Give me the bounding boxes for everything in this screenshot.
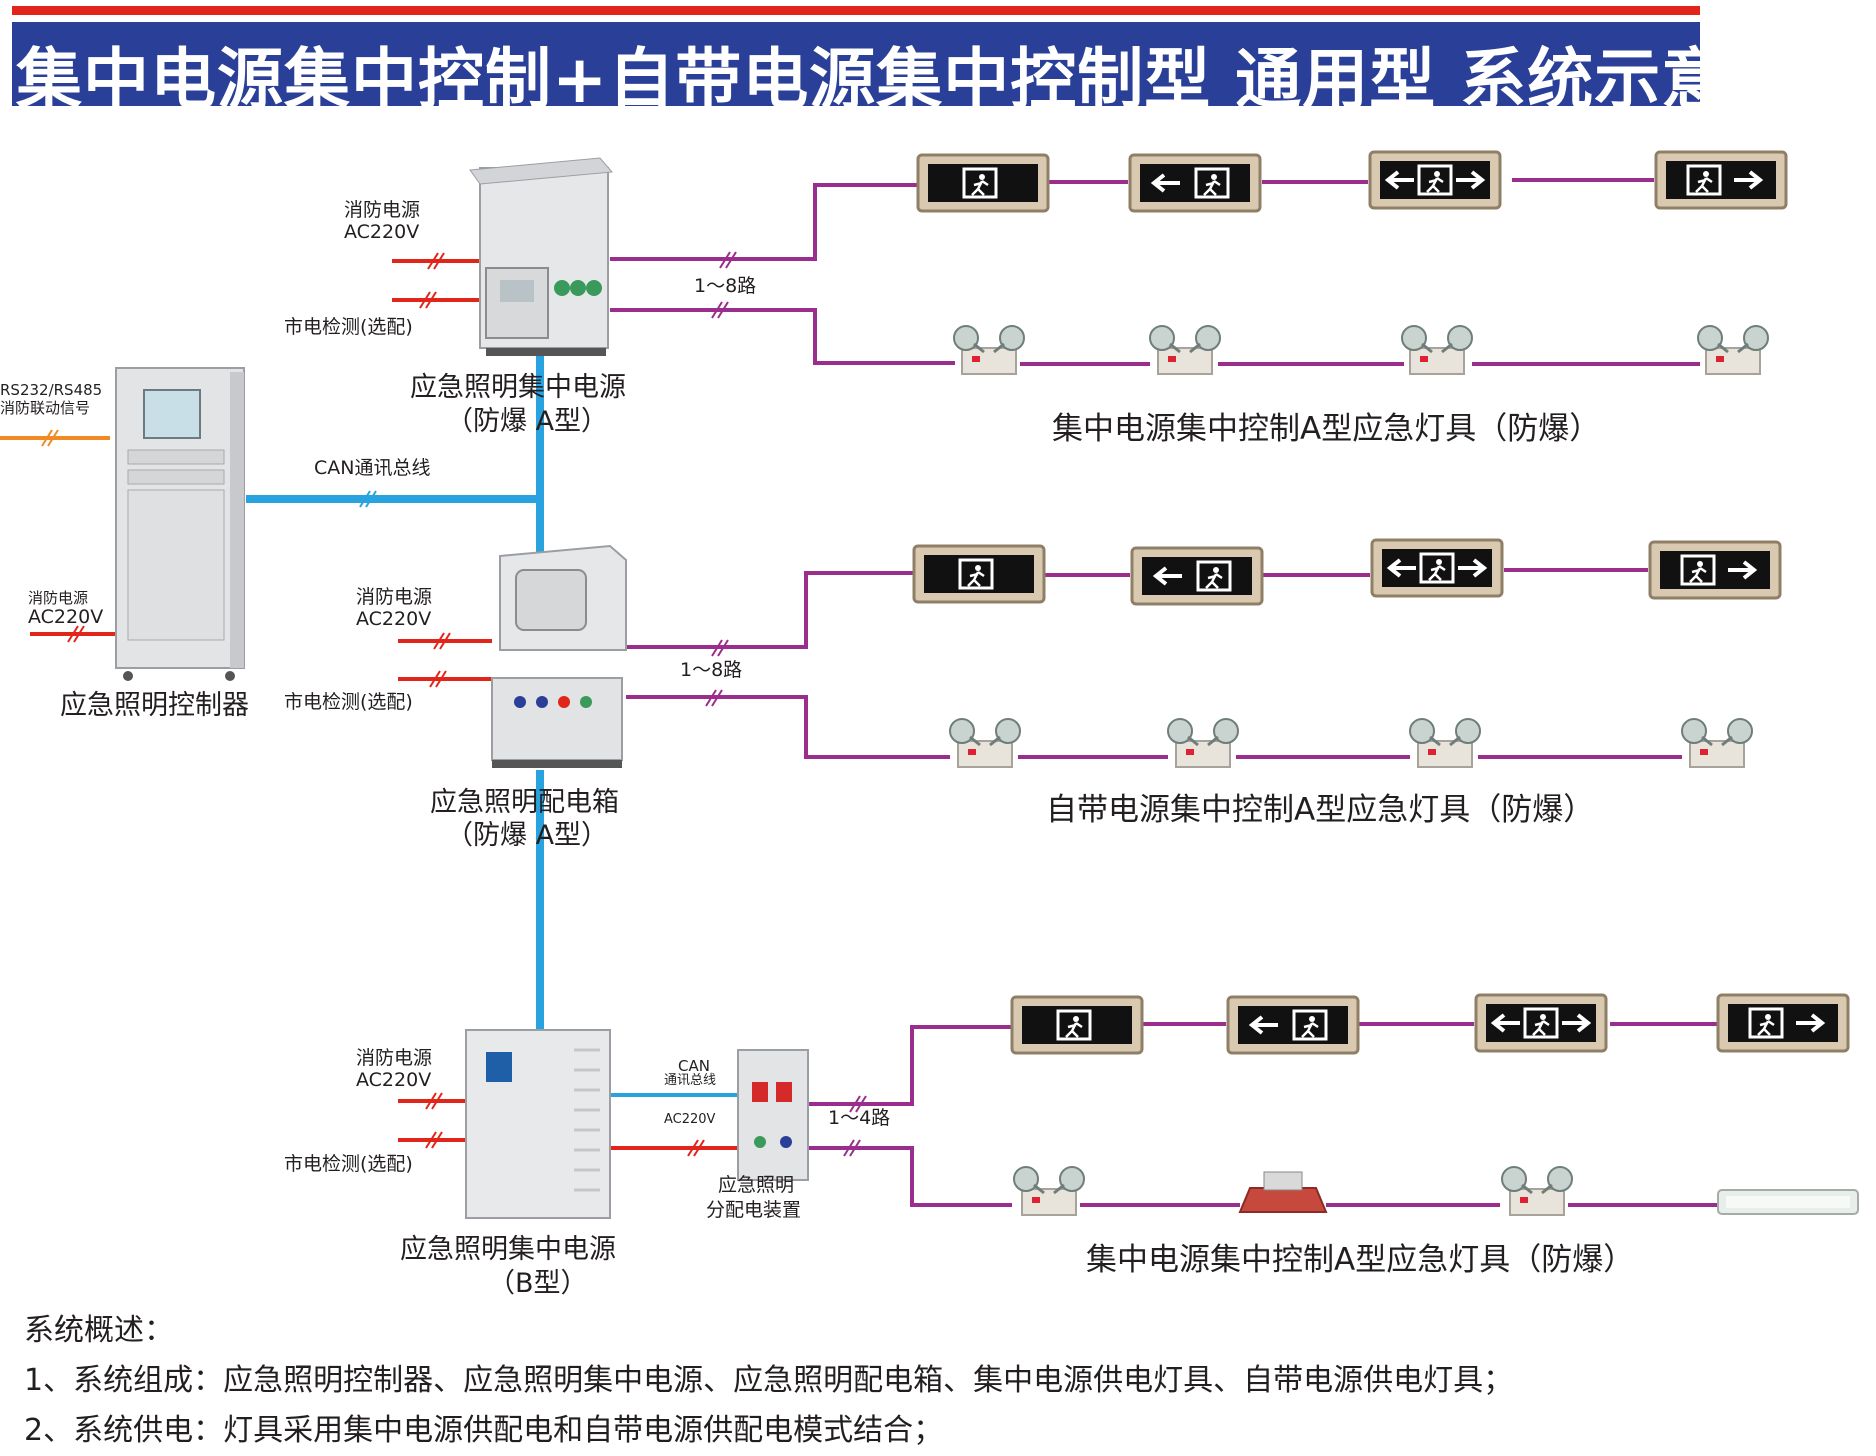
title-bar: 集中电源集中控制+自带电源集中控制型 通用型 系统示意图 bbox=[12, 6, 1794, 118]
exit-sign-icon bbox=[1368, 150, 1502, 210]
c-device-type: （B型） bbox=[488, 1268, 588, 1299]
can-bus bbox=[246, 350, 738, 1097]
lamp-lines-b bbox=[626, 568, 1682, 759]
twin-spot-emergency-light-icon bbox=[1166, 717, 1240, 769]
c-ac-label: AC220V bbox=[664, 1112, 716, 1127]
linkage-label: 消防联动信号 bbox=[0, 399, 91, 417]
twin-spot-emergency-light-icon bbox=[1680, 717, 1754, 769]
lamp-lines-c bbox=[808, 1022, 1718, 1207]
rs-label: RS232/RS485 bbox=[0, 381, 103, 399]
a-device-name: 应急照明集中电源 bbox=[410, 372, 626, 403]
controller-voltage-label: AC220V bbox=[28, 606, 104, 628]
a-device-type: （防爆 A型） bbox=[446, 406, 609, 437]
exit-sign-icon bbox=[1130, 546, 1264, 606]
a-fire-power-label: 消防电源 bbox=[344, 199, 421, 221]
c-distributor-type: 分配电装置 bbox=[706, 1199, 802, 1221]
exit-sign-icon bbox=[1474, 993, 1608, 1053]
b-routes-label: 1～8路 bbox=[680, 659, 743, 681]
exit-sign-icon bbox=[1654, 150, 1788, 210]
lamp-lines-a bbox=[610, 178, 1700, 366]
controller-power-label: 消防电源 bbox=[28, 589, 89, 607]
system-overview: 系统概述： 1、系统组成：应急照明控制器、应急照明集中电源、应急照明配电箱、集中… bbox=[24, 1306, 1513, 1456]
b-device-name: 应急照明配电箱 bbox=[430, 787, 619, 818]
tube-light-icon bbox=[1717, 1189, 1859, 1215]
twin-spot-emergency-light-icon bbox=[1696, 324, 1770, 376]
b-device-type: （防爆 A型） bbox=[446, 820, 609, 851]
central-power-b-cabinet bbox=[465, 1029, 611, 1219]
c-voltage-label: AC220V bbox=[356, 1069, 432, 1091]
twin-spot-emergency-light-icon bbox=[1400, 324, 1474, 376]
can-bus-label: CAN通讯总线 bbox=[314, 457, 431, 479]
overview-item-2: 2、系统供电：灯具采用集中电源供配电和自带电源供配电模式结合； bbox=[24, 1413, 944, 1448]
a-mains-label: 市电检测(选配) bbox=[284, 316, 413, 338]
central-power-a-box bbox=[469, 157, 614, 356]
twin-spot-emergency-light-icon bbox=[1408, 717, 1482, 769]
twin-spot-emergency-light-icon bbox=[1500, 1165, 1574, 1217]
overview-item-1: 1、系统组成：应急照明控制器、应急照明集中电源、应急照明配电箱、集中电源供电灯具… bbox=[24, 1363, 1514, 1398]
exit-sign-icon bbox=[1648, 540, 1782, 600]
exit-sign-icon bbox=[1010, 995, 1144, 1055]
overview-heading: 系统概述： bbox=[24, 1313, 174, 1348]
a-caption: 集中电源集中控制A型应急灯具（防爆） bbox=[1052, 411, 1601, 447]
b-voltage-label: AC220V bbox=[356, 608, 432, 630]
c-distributor-name: 应急照明 bbox=[718, 1174, 795, 1196]
twin-spot-emergency-light-icon bbox=[1012, 1165, 1086, 1217]
title-red-strip bbox=[12, 6, 1700, 15]
c-caption: 集中电源集中控制A型应急灯具（防爆） bbox=[1086, 1242, 1635, 1278]
c-can-label: CAN bbox=[678, 1057, 710, 1075]
c-mains-label: 市电检测(选配) bbox=[284, 1153, 413, 1175]
b-caption: 自带电源集中控制A型应急灯具（防爆） bbox=[1046, 792, 1595, 828]
distribution-box-a bbox=[491, 544, 627, 768]
b-fire-power-label: 消防电源 bbox=[356, 586, 433, 608]
exit-sign-icon bbox=[1716, 993, 1850, 1053]
a-voltage-label: AC220V bbox=[344, 221, 420, 243]
distributor-device bbox=[737, 1049, 809, 1181]
exit-sign-icon bbox=[912, 544, 1046, 604]
c-can-sub-label: 通讯总线 bbox=[664, 1073, 717, 1088]
c-routes-label: 1～4路 bbox=[828, 1107, 891, 1129]
exit-sign-icon bbox=[1370, 538, 1504, 598]
c-device-name: 应急照明集中电源 bbox=[400, 1234, 616, 1265]
highbay-light-icon bbox=[1238, 1171, 1328, 1213]
page-title: 集中电源集中控制+自带电源集中控制型 通用型 系统示意图 bbox=[16, 41, 1796, 118]
b-mains-label: 市电检测(选配) bbox=[284, 691, 413, 713]
exit-sign-icon bbox=[916, 153, 1050, 213]
exit-sign-icon bbox=[1128, 153, 1262, 213]
a-routes-label: 1～8路 bbox=[694, 275, 757, 297]
controller-cabinet bbox=[115, 367, 245, 681]
twin-spot-emergency-light-icon bbox=[952, 324, 1026, 376]
c-fire-power-label: 消防电源 bbox=[356, 1047, 433, 1069]
controller-name: 应急照明控制器 bbox=[60, 690, 249, 721]
twin-spot-emergency-light-icon bbox=[948, 717, 1022, 769]
twin-spot-emergency-light-icon bbox=[1148, 324, 1222, 376]
exit-sign-icon bbox=[1226, 995, 1360, 1055]
